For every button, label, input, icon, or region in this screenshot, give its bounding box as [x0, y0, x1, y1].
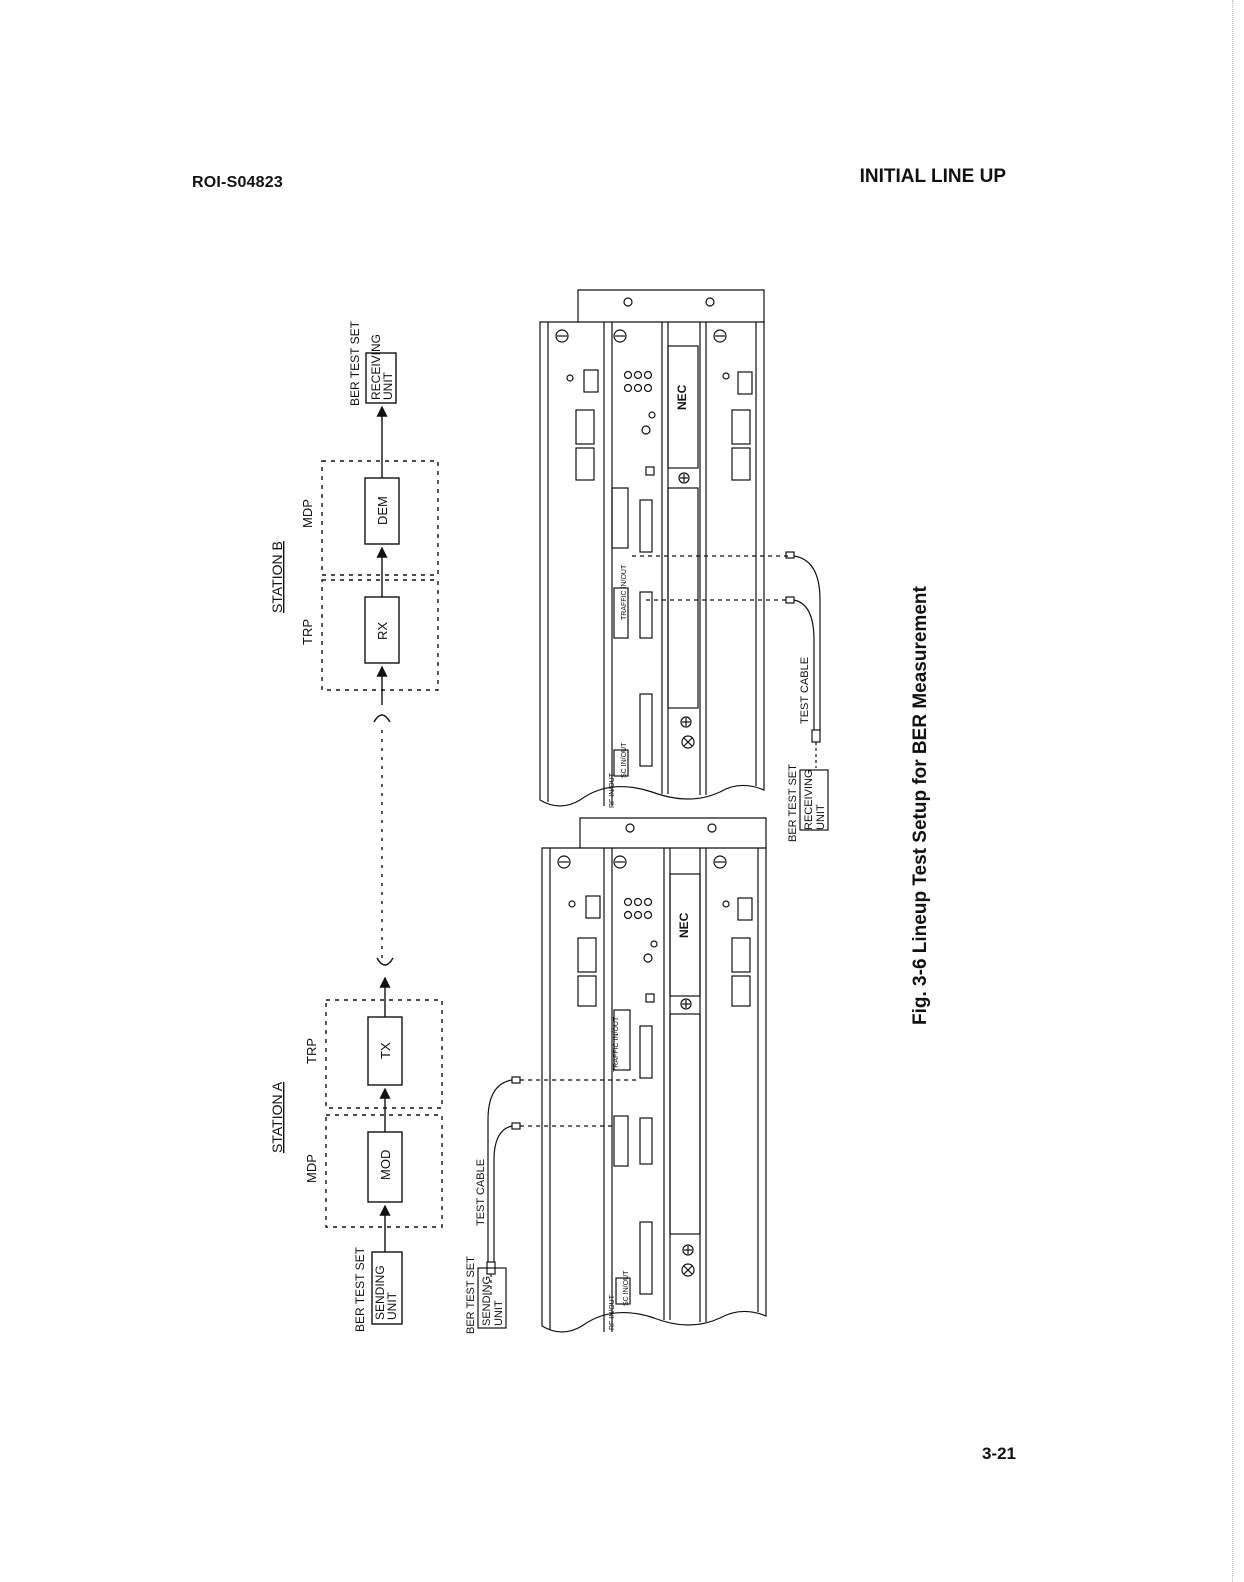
station-b-mdp-label: MDP: [300, 499, 315, 528]
test-cable-label-a: TEST CABLE: [475, 1159, 487, 1226]
ber-b-unit-2: UNIT: [381, 371, 395, 400]
nec-label-b: NEC: [675, 384, 689, 410]
sc-label-a: SC IN/OUT: [623, 1270, 630, 1306]
ber-b-unit-1: RECEIVING: [369, 334, 383, 400]
section-title: INITIAL LINE UP: [859, 166, 1006, 187]
traffic-label-b: TRAFFIC IN/OUT: [621, 564, 628, 620]
ber-a-title: BER TEST SET: [353, 1246, 367, 1332]
rf-label-b: RF IN/OUT: [609, 772, 616, 808]
tx-label: TX: [378, 1042, 393, 1059]
equipment-station-a: [477, 817, 767, 1333]
dem-label: DEM: [375, 496, 390, 525]
test-cable-label-b: TEST CABLE: [799, 657, 811, 724]
traffic-label-a: TRAFFIC IN/OUT: [613, 1016, 620, 1072]
scan-edge-marks: [1232, 0, 1234, 1582]
ber-b2-unit-2: UNIT: [815, 804, 827, 830]
station-a-mdp-label: MDP: [304, 1154, 319, 1183]
station-b-trp-label: TRP: [300, 619, 315, 645]
page-number: 3-21: [981, 1444, 1016, 1463]
ber-b2-title: BER TEST SET: [787, 764, 799, 842]
ber-b2-unit-1: RECEIVING: [803, 769, 815, 830]
document-id: ROI-S04823: [192, 174, 283, 191]
station-a-trp-region: [325, 999, 443, 1109]
block-diagram-labels: STATION B MDP TRP DEM RX BER TEST SET RE…: [269, 320, 399, 1332]
equipment-a-labels: NEC TRAFFIC IN/OUT SC IN/OUT RF IN/OUT T…: [465, 912, 691, 1334]
ber-b-title: BER TEST SET: [348, 320, 362, 406]
station-b-mdp-region: [321, 460, 439, 576]
nec-label-a: NEC: [677, 912, 691, 938]
station-a-trp-label: TRP: [304, 1038, 319, 1064]
block-diagram: [321, 352, 443, 1325]
ber-a2-unit-2: UNIT: [493, 1300, 505, 1326]
ber-sending-box: [371, 1251, 403, 1325]
equipment-b-labels: NEC TRAFFIC IN/OUT SC IN/OUT RF IN/OUT T…: [609, 384, 827, 842]
rx-label: RX: [375, 622, 390, 640]
station-b-title: STATION B: [269, 541, 285, 613]
ber-a-unit-2: UNIT: [385, 1291, 399, 1320]
sc-label-b: SC IN/OUT: [621, 742, 628, 778]
station-b-trp-region: [321, 579, 439, 691]
figure-caption: Fig. 3-6 Lineup Test Setup for BER Measu…: [910, 586, 931, 1025]
station-a-title: STATION A: [269, 1081, 285, 1153]
ber-receiving-box: [365, 352, 397, 404]
equipment-station-b: [539, 289, 829, 831]
station-a-mdp-region: [325, 1114, 443, 1228]
rf-label-a: RF IN/OUT: [609, 1294, 616, 1330]
ber-a2-unit-1: SENDING: [481, 1276, 493, 1326]
ber-a-unit-1: SENDING: [373, 1265, 387, 1320]
ber-a2-title: BER TEST SET: [465, 1256, 477, 1334]
mod-label: MOD: [378, 1150, 393, 1180]
